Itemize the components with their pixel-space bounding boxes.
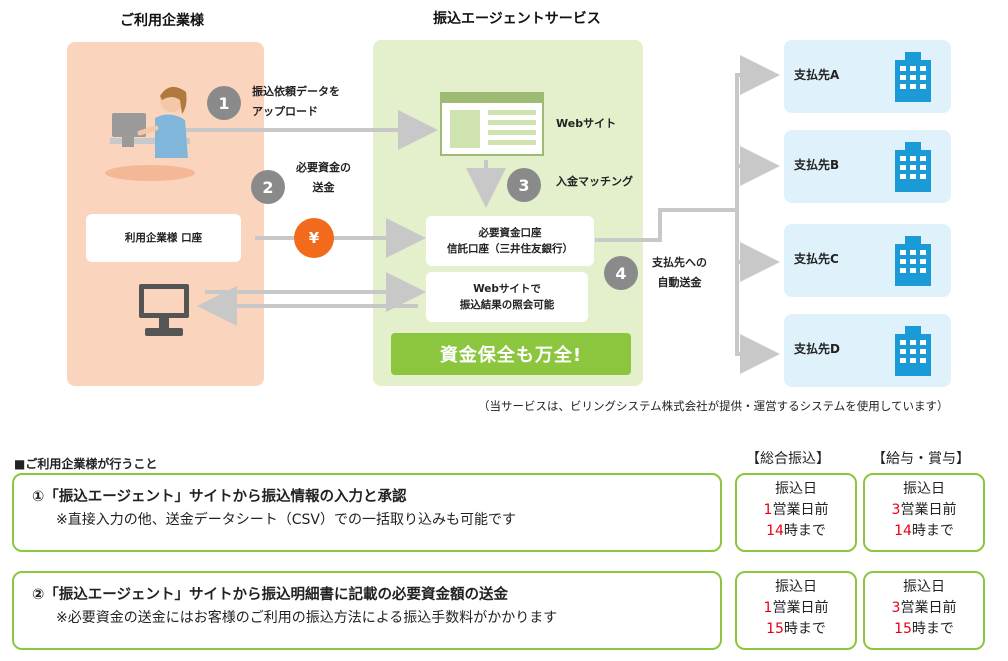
client-column-title: ご利用企業様 [120,13,204,29]
step-3-label: 入金マッチング [556,175,633,188]
website-label: Webサイト [556,117,617,130]
deadline-time: 15時まで [737,619,855,640]
person-at-desk-icon [105,86,195,181]
fund-account-line1: 必要資金口座 [478,227,542,239]
payee-d-box: 支払先D [784,314,951,387]
date-label: 振込日 [903,481,945,497]
task-2-box: ②「振込エージェント」サイトから振込明細書に記載の必要資金額の送金 ※必要資金の… [12,571,722,650]
days-before: 3営業日前 [865,598,983,619]
provider-note: （当サービスは、ビリングシステム株式会社が提供・運営するシステムを使用しています… [478,399,949,413]
step-1-label: 振込依頼データを アップロード [252,82,340,122]
task-2-note: ※必要資金の送金にはお客様のご利用の振込方法による振込手数料がかかります [56,610,558,626]
fund-account-box: 必要資金口座 信託口座（三井住友銀行） [426,216,594,266]
days-suffix: 営業日前 [772,502,829,518]
step-2-badge: 2 [251,170,285,204]
building-icon [895,142,931,192]
step-4-label: 支払先への 自動送金 [652,253,707,293]
step-2-label-line2: 送金 [312,181,335,194]
time-suffix: 時まで [911,621,954,637]
header-general-transfer: 【総合振込】 [746,451,830,467]
task-1-title: ①「振込エージェント」サイトから振込情報の入力と承認 [32,489,407,505]
yen-coin-icon: ¥ [294,218,334,258]
hour-value: 14 [766,523,784,539]
payee-a-label: 支払先A [794,68,840,82]
step-1-label-line2: アップロード [252,105,318,118]
client-account-box: 利用企業様 口座 [86,214,241,262]
task-1-box: ①「振込エージェント」サイトから振込情報の入力と承認 ※直接入力の他、送金データ… [12,473,722,552]
days-suffix: 営業日前 [900,600,957,616]
step-1-label-line1: 振込依頼データを [252,85,340,98]
deadline-time: 14時まで [865,521,983,542]
days-before: 1営業日前 [737,500,855,521]
days-suffix: 営業日前 [772,600,829,616]
task-2-general-deadline: 振込日 1営業日前 15時まで [735,571,857,650]
payee-c-label: 支払先C [794,252,839,266]
payee-a-box: 支払先A [784,40,951,113]
client-account-label: 利用企業様 口座 [124,232,203,244]
section-title: ■ご利用企業様が行うこと [14,457,158,471]
deadline-time: 15時まで [865,619,983,640]
building-icon [895,52,931,102]
payee-b-box: 支払先B [784,130,951,203]
task-1-note: ※直接入力の他、送金データシート（CSV）での一括取り込みも可能です [56,512,516,528]
deadline-time: 14時まで [737,521,855,542]
days-suffix: 営業日前 [900,502,957,518]
days-count: 1 [763,502,773,518]
website-icon [440,92,544,156]
date-label: 振込日 [775,481,817,497]
step-4-label-line2: 自動送金 [657,276,702,289]
web-check-line1: Webサイトで [473,283,541,295]
building-icon [895,326,931,376]
step-4-label-line1: 支払先への [652,256,707,269]
fund-safety-banner: 資金保全も万全! [391,333,631,375]
time-suffix: 時まで [783,621,826,637]
task-1-salary-deadline: 振込日 3営業日前 14時まで [863,473,985,552]
web-check-box: Webサイトで 振込結果の照会可能 [426,272,588,322]
days-before: 1営業日前 [737,598,855,619]
step-4-badge: 4 [604,256,638,290]
date-label: 振込日 [775,579,817,595]
fund-account-line2: 信託口座（三井住友銀行） [447,243,573,255]
step-3-badge: 3 [507,168,541,202]
step-2-label: 必要資金の 送金 [296,158,351,198]
days-count: 3 [891,502,901,518]
step-2-label-line1: 必要資金の [296,161,351,174]
hour-value: 15 [766,621,784,637]
hour-value: 15 [894,621,912,637]
time-suffix: 時まで [911,523,954,539]
computer-icon [139,284,189,336]
flow-arrows [180,55,780,374]
days-count: 1 [763,600,773,616]
service-column-title: 振込エージェントサービス [433,11,601,27]
payee-b-label: 支払先B [794,158,840,172]
payee-c-box: 支払先C [784,224,951,297]
time-suffix: 時まで [783,523,826,539]
days-count: 3 [891,600,901,616]
building-icon [895,236,931,286]
hour-value: 14 [894,523,912,539]
header-salary-bonus: 【給与・賞与】 [872,451,970,467]
step-1-badge: 1 [207,86,241,120]
payee-d-label: 支払先D [794,342,840,356]
web-check-line2: 振込結果の照会可能 [459,299,555,311]
task-1-general-deadline: 振込日 1営業日前 14時まで [735,473,857,552]
days-before: 3営業日前 [865,500,983,521]
date-label: 振込日 [903,579,945,595]
task-2-title: ②「振込エージェント」サイトから振込明細書に記載の必要資金額の送金 [32,587,508,603]
task-2-salary-deadline: 振込日 3営業日前 15時まで [863,571,985,650]
